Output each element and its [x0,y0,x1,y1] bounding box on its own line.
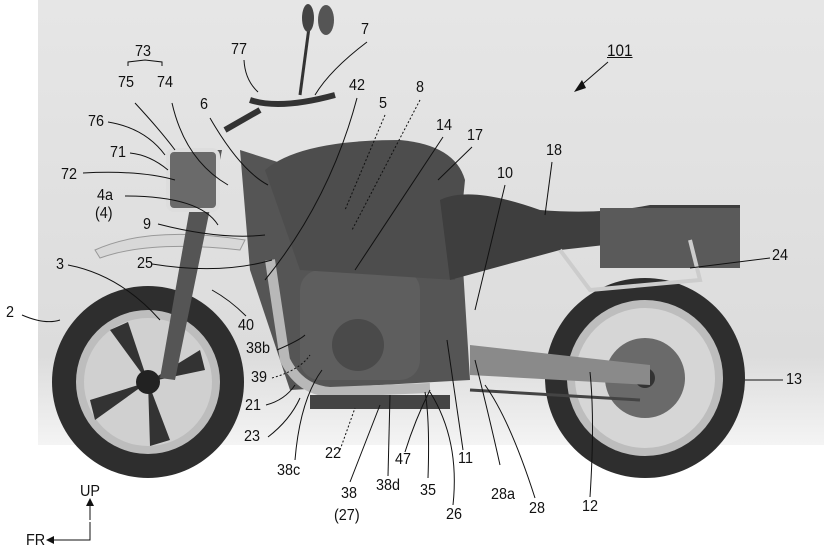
front-wheel [52,286,244,478]
label-28a: 28a [491,486,516,503]
up-arrow-icon [86,498,94,506]
label-76: 76 [88,113,105,130]
label-4a: 4a [97,187,114,204]
label-27: (27) [334,507,360,524]
rear-rack [558,239,703,293]
label-38c: 38c [277,462,301,479]
label-18: 18 [546,142,563,159]
label-12: 12 [582,498,599,515]
label-21: 21 [245,397,262,414]
label-38b: 38b [246,340,271,357]
exhaust-pipe [265,259,431,398]
label-14: 14 [436,117,453,134]
label-6: 6 [200,96,209,113]
label-25: 25 [137,255,154,272]
label-39: 39 [251,369,268,386]
fuel-tank [265,140,465,280]
label-71: 71 [110,144,127,161]
label-8: 8 [416,79,425,96]
figure-reference: 101 [607,41,633,60]
label-74: 74 [157,74,174,91]
label-22: 22 [325,445,342,462]
label-11: 11 [458,450,473,467]
label-24: 24 [772,247,789,264]
label-77: 77 [231,41,248,58]
headlight [166,148,220,212]
label-3: 3 [56,256,65,273]
label-23: 23 [244,428,261,445]
label-2: 2 [6,304,15,321]
label-75: 75 [118,74,135,91]
label-4: (4) [95,205,113,222]
label-13: 13 [786,371,803,388]
direction-up: UP [80,483,101,500]
label-40: 40 [238,317,255,334]
label-28: 28 [529,500,546,517]
label-26: 26 [446,506,463,523]
label-42: 42 [349,77,366,94]
label-38: 38 [341,485,358,502]
label-73: 73 [135,43,152,60]
swingarm [470,345,650,385]
front-fender [94,233,246,259]
handlebar [249,92,336,107]
label-17: 17 [467,127,484,144]
label-72: 72 [61,166,78,183]
direction-front: FR [26,532,46,548]
label-10: 10 [497,165,514,182]
label-38d: 38d [376,477,401,494]
leader-lines [21,41,783,541]
label-5: 5 [379,95,388,112]
label-35: 35 [420,482,437,499]
label-9: 9 [143,216,152,233]
fr-arrow-icon [46,536,54,544]
label-47: 47 [395,451,412,468]
label-7: 7 [361,21,370,38]
